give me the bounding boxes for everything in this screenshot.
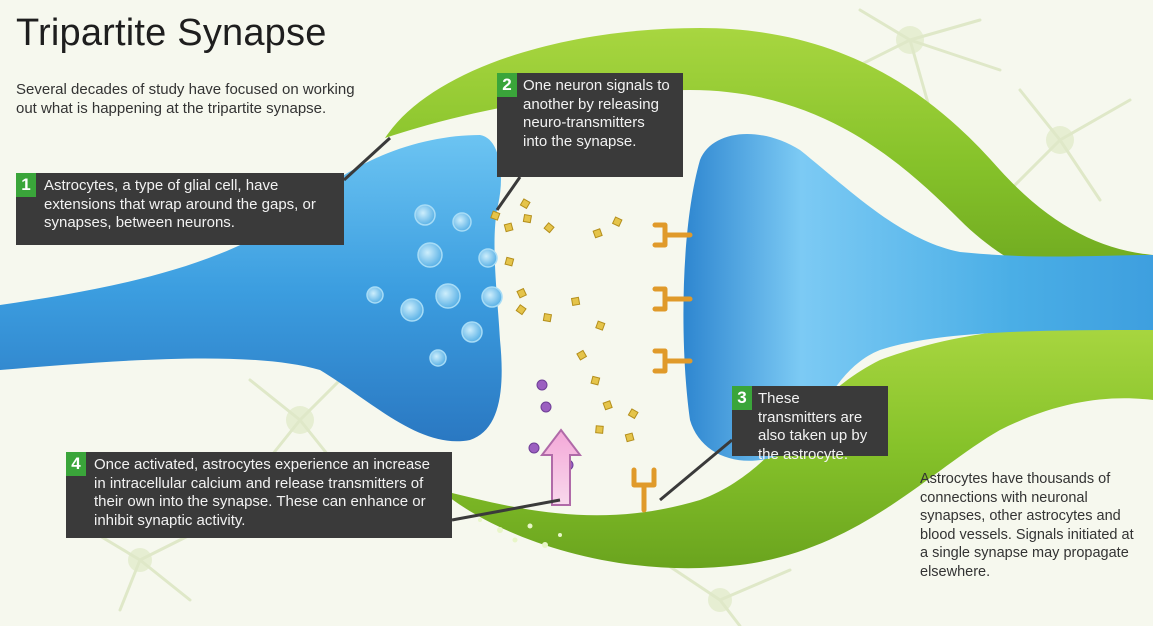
callout-number-1: 1 [16,173,36,197]
callout-3: 3 These transmitters are also taken up b… [732,386,888,456]
callout-number-2: 2 [497,73,517,97]
neurotransmitters [491,199,638,442]
callout-number-3: 3 [732,386,752,410]
callout-4: 4 Once activated, astrocytes experience … [66,452,452,538]
intro-text: Several decades of study have focused on… [16,80,356,118]
release-arrow [542,430,580,505]
side-note: Astrocytes have thousands of connections… [920,470,1140,581]
callout-text-4: Once activated, astrocytes experience an… [94,456,430,529]
diagram-title: Tripartite Synapse [16,12,327,55]
callout-text-3: These transmitters are also taken up by … [758,390,867,463]
callout-number-4: 4 [66,452,86,476]
callout-2: 2 One neuron signals to another by relea… [497,73,683,177]
receptors [634,225,690,510]
callout-text-1: Astrocytes, a type of glial cell, have e… [44,177,316,231]
callout-text-2: One neuron signals to another by releasi… [523,77,670,150]
callout-1: 1 Astrocytes, a type of glial cell, have… [16,173,344,245]
